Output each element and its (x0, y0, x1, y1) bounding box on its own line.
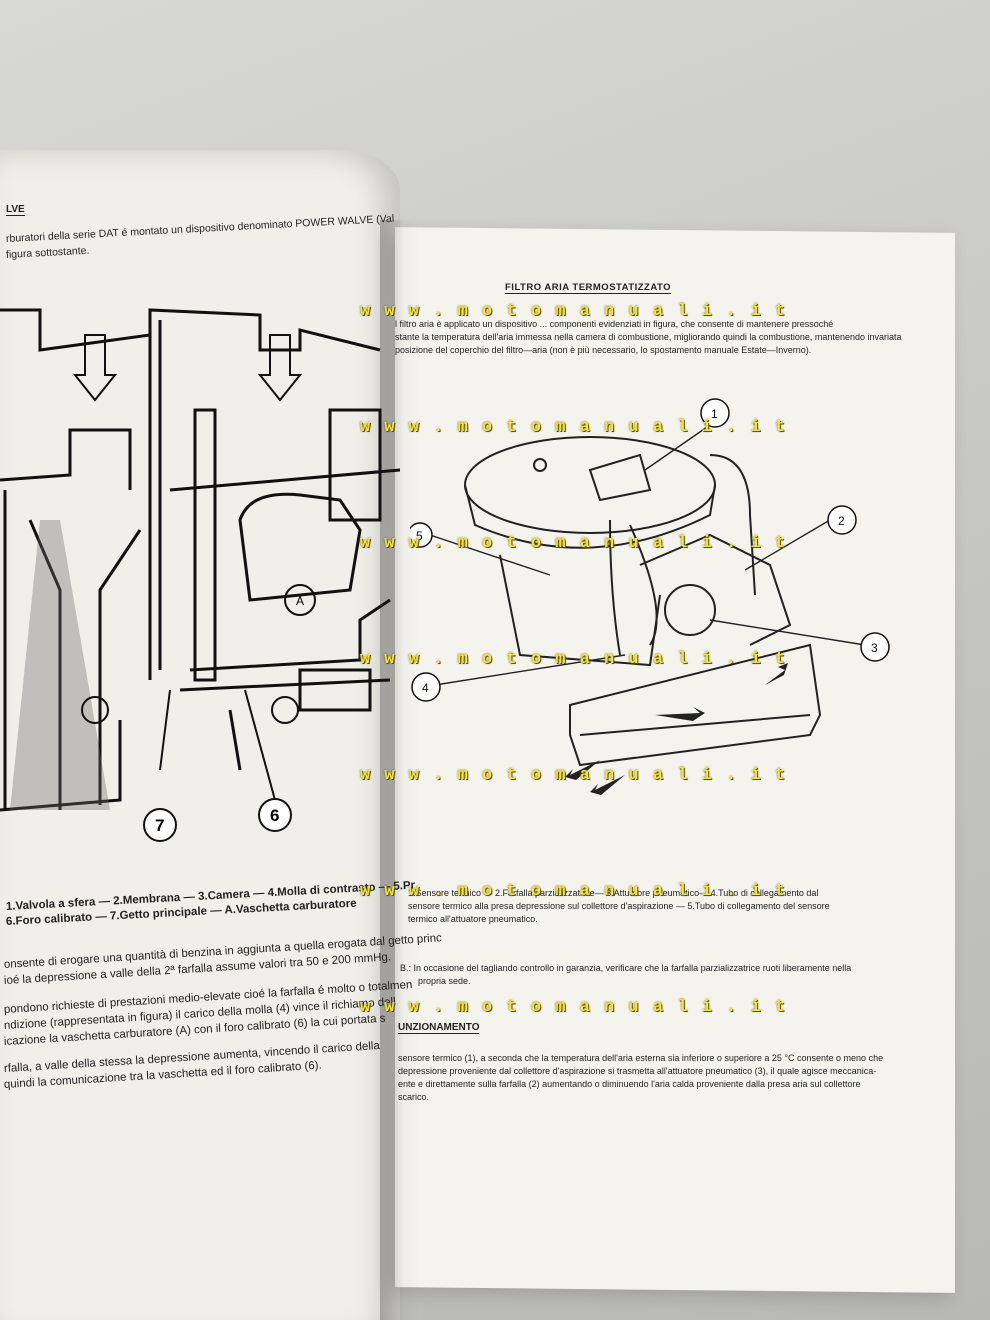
right-section2-title: UNZIONAMENTO (398, 1022, 480, 1034)
label-6: 6 (270, 806, 279, 825)
right-intro-0: l filtro aria è applicato un dispositivo… (395, 319, 834, 329)
right-section2-body-3: scarico. (398, 1092, 430, 1102)
book-spine-shadow (380, 220, 420, 1320)
right-section2-body-2: ente e direttamente sulla farfalla (2) a… (398, 1079, 861, 1089)
callout-2: 2 (838, 514, 845, 528)
watermark-3: w w w . m o t o m a n u a l i . i t (360, 534, 788, 553)
right-note-1: propria sede. (418, 976, 471, 986)
left-section-title: LVE (6, 204, 25, 216)
callout-5: 5 (416, 529, 423, 543)
right-caption-0: 1.Sensore termico — 2.Farfalla parzializ… (408, 888, 819, 898)
watermark-1: w w w . m o t o m a n u a l i . i t (360, 302, 788, 321)
watermark-4: w w w . m o t o m a n u a l i . i t (360, 650, 788, 669)
callout-4: 4 (422, 681, 429, 695)
right-section2-body-0: sensore termico (1), a seconda che la te… (398, 1053, 884, 1063)
label-a: A (296, 594, 304, 608)
callout-3: 3 (871, 641, 878, 655)
right-intro-2: posizione del coperchio del filtro—aria … (395, 345, 812, 355)
watermark-2: w w w . m o t o m a n u a l i . i t (360, 418, 788, 437)
right-section2-body-1: depressione proveniente dal collettore d… (398, 1066, 877, 1076)
right-caption-1: sensore termico alla presa depressione s… (408, 901, 830, 911)
callout-1: 1 (711, 407, 718, 421)
label-7: 7 (155, 816, 164, 835)
watermark-7: w w w . m o t o m a n u a l i . i t (360, 998, 788, 1017)
air-filter-diagram: 1 2 3 4 5 (410, 398, 890, 795)
right-page-title: FILTRO ARIA TERMOSTATIZZATO (505, 282, 672, 294)
right-caption-2: termico all'attuatore pneumatico. (408, 914, 538, 924)
right-note-0: B.: In occasione del tagliando controllo… (400, 963, 852, 973)
watermark-5: w w w . m o t o m a n u a l i . i t (360, 766, 788, 785)
watermark-6: w w w . m o t o m a n u a l i . i t (360, 882, 788, 901)
carburetor-diagram: A 7 6 (0, 308, 400, 842)
right-intro-1: stante la temperatura dell'aria immessa … (395, 332, 902, 342)
